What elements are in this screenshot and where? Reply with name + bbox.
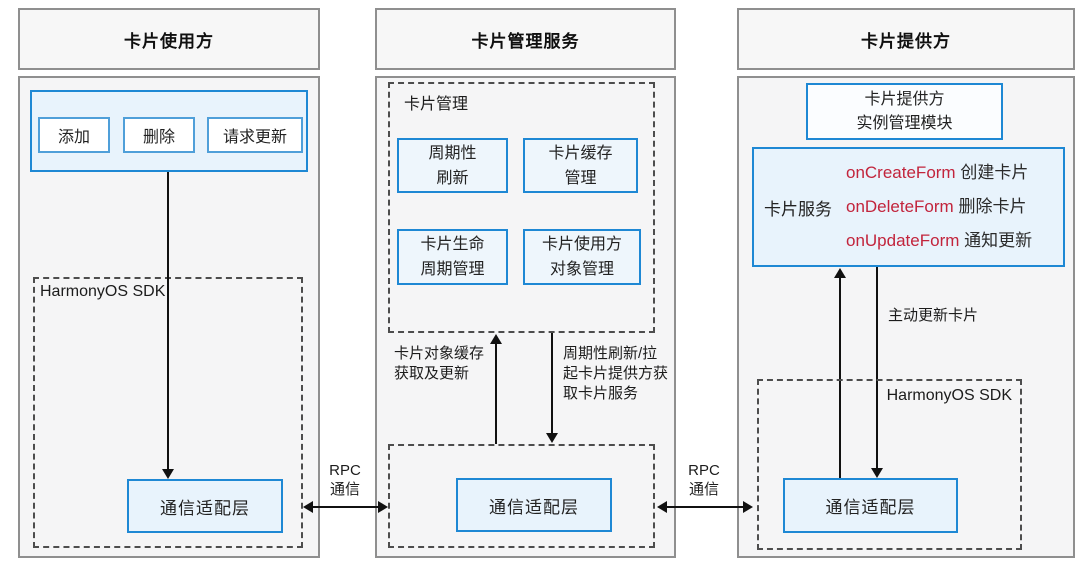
provider-sdk-dashed-box: HarmonyOS SDK <box>757 379 1022 550</box>
arrow-shaft <box>839 276 841 478</box>
callback-description: 通知更新 <box>964 231 1033 250</box>
callback-oncreateform: onCreateForm 创建卡片 <box>846 156 1032 190</box>
action-delete-box: 删除 <box>123 117 195 153</box>
callback-onupdateform: onUpdateForm 通知更新 <box>846 224 1032 258</box>
arrow-shaft <box>551 333 553 435</box>
module-consumer-object-management: 卡片使用方 对象管理 <box>523 229 641 285</box>
arrow-shaft <box>665 506 745 508</box>
arrow-head-up <box>490 334 502 344</box>
consumer-sdk-label: HarmonyOS SDK <box>40 283 166 300</box>
cache-arrow-label: 卡片对象缓存 获取及更新 <box>394 345 485 382</box>
refresh-arrow-label: 周期性刷新/拉 起卡片提供方获 取卡片服务 <box>563 345 669 402</box>
callback-api-name: onDeleteForm <box>846 197 954 216</box>
arrow-head-left <box>657 501 667 513</box>
arrow-shaft <box>876 267 878 470</box>
manager-title: 卡片管理服务 <box>471 31 580 51</box>
provider-instance-module-box: 卡片提供方 实例管理模块 <box>806 83 1003 140</box>
card-management-dashed-box <box>388 82 655 333</box>
provider-sdk-label: HarmonyOS SDK <box>886 387 1012 404</box>
action-add-box: 添加 <box>38 117 110 153</box>
arrow-shaft <box>495 342 497 444</box>
callback-ondeleteform: onDeleteForm 删除卡片 <box>846 190 1032 224</box>
card-service-callbacks: onCreateForm 创建卡片 onDeleteForm 删除卡片 onUp… <box>846 156 1032 258</box>
active-update-arrow-label: 主动更新卡片 <box>888 307 979 324</box>
consumer-title: 卡片使用方 <box>124 31 214 51</box>
arrow-shaft <box>311 506 380 508</box>
manager-column-header: 卡片管理服务 <box>375 8 676 70</box>
consumer-column-header: 卡片使用方 <box>18 8 320 70</box>
provider-title: 卡片提供方 <box>861 31 951 51</box>
arrow-head-down <box>546 433 558 443</box>
arrow-head-right <box>378 501 388 513</box>
card-service-label: 卡片服务 <box>764 199 832 219</box>
manager-adapter-box: 通信适配层 <box>456 478 612 532</box>
arrow-head-up <box>834 268 846 278</box>
arrow-shaft <box>167 172 169 471</box>
module-card-cache-management: 卡片缓存 管理 <box>523 138 638 193</box>
arrow-head-down <box>162 469 174 479</box>
module-periodic-refresh: 周期性 刷新 <box>397 138 508 193</box>
callback-description: 创建卡片 <box>960 163 1029 182</box>
arrow-head-left <box>303 501 313 513</box>
callback-description: 删除卡片 <box>958 197 1027 216</box>
action-request-update-box: 请求更新 <box>207 117 303 153</box>
provider-adapter-box: 通信适配层 <box>783 478 958 533</box>
callback-api-name: onUpdateForm <box>846 231 960 250</box>
arrow-head-right <box>743 501 753 513</box>
arrow-head-down <box>871 468 883 478</box>
callback-api-name: onCreateForm <box>846 163 956 182</box>
rpc-right-label: RPC 通信 <box>688 462 720 498</box>
manager-adapter-dashed-box <box>388 444 655 548</box>
rpc-left-label: RPC 通信 <box>329 462 361 498</box>
card-management-label: 卡片管理 <box>404 96 469 113</box>
consumer-adapter-box: 通信适配层 <box>127 479 283 533</box>
module-card-lifecycle-management: 卡片生命 周期管理 <box>397 229 508 285</box>
provider-column-header: 卡片提供方 <box>737 8 1075 70</box>
card-service-box: 卡片服务 onCreateForm 创建卡片 onDeleteForm 删除卡片… <box>752 147 1065 267</box>
